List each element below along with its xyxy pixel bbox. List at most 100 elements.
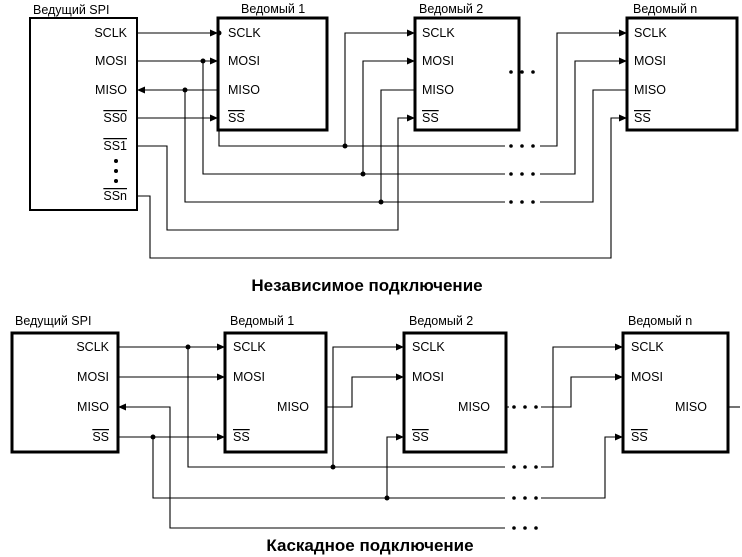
independent-wire-sclk-slave-2 xyxy=(344,29,415,146)
cascade-master-pin-ss: SS xyxy=(92,430,109,444)
independent-slave-1-label: Ведомый 1 xyxy=(241,2,305,16)
independent-junction-sclk xyxy=(342,143,348,149)
independent-master-pin-mosi: MOSI xyxy=(95,54,127,68)
independent-master-pin-ssn: SSn xyxy=(103,189,127,203)
independent-bus-ellipsis-dot xyxy=(520,172,524,176)
cascade-wire-ss-slave-n xyxy=(541,433,623,499)
independent-wire-sclk-slave-n xyxy=(540,29,627,147)
independent-slave-1-pin-mosi: MOSI xyxy=(228,54,260,68)
cascade-master-label: Ведущий SPI xyxy=(15,314,91,328)
independent-master-box xyxy=(29,17,138,211)
cascade-ellipsis-dot xyxy=(534,526,538,530)
independent-bus-ellipsis-dot xyxy=(509,200,513,204)
cascade-slave-2-pin-mosi: MOSI xyxy=(412,370,444,384)
cascade-connection-diagram: Ведущий SPI SCLK MOSI MISO SS Ведомый 1 … xyxy=(10,314,740,555)
cascade-junction-sclk xyxy=(185,344,191,350)
independent-wire-mosi-slave-2 xyxy=(362,57,415,174)
independent-junction-miso xyxy=(378,199,384,205)
independent-wire-ssn xyxy=(137,114,627,259)
independent-slave-2-pin-sclk: SCLK xyxy=(422,26,455,40)
cascade-master-pin-mosi: MOSI xyxy=(77,370,109,384)
independent-master-pin-sclk: SCLK xyxy=(94,26,127,40)
cascade-slave-1-pin-mosi: MOSI xyxy=(233,370,265,384)
independent-bus-ellipsis-dot xyxy=(531,144,535,148)
cascade-wire-sclk-bus xyxy=(187,347,505,468)
independent-wire-miso-slave-2 xyxy=(380,89,415,202)
independent-title: Независимое подключение xyxy=(251,276,482,295)
cascade-slave-2-box xyxy=(402,331,508,454)
cascade-wire-chain-to-slave-n-mosi xyxy=(541,373,623,408)
independent-slave-2-label: Ведомый 2 xyxy=(419,2,483,16)
independent-wire-ss1 xyxy=(137,114,415,231)
cascade-ellipsis-dot xyxy=(523,526,527,530)
cascade-ellipsis-dot xyxy=(523,496,527,500)
cascade-junction-ss xyxy=(150,434,156,440)
independent-master-ellipsis-dot xyxy=(114,169,118,173)
independent-wire-miso-slave-n xyxy=(540,89,627,203)
cascade-ellipsis-dot xyxy=(512,465,516,469)
cascade-master-box xyxy=(10,331,120,454)
cascade-ellipsis-dot xyxy=(512,405,516,409)
cascade-slave-2-pin-sclk: SCLK xyxy=(412,340,445,354)
cascade-wire-miso-return-master xyxy=(118,403,505,529)
independent-slave-n-pin-sclk: SCLK xyxy=(634,26,667,40)
cascade-slave-2-pin-miso: MISO xyxy=(458,400,490,414)
cascade-slave-n-pin-miso: MISO xyxy=(675,400,707,414)
independent-slave-1-pin-ss: SS xyxy=(228,111,245,125)
cascade-slave-1-pin-miso: MISO xyxy=(277,400,309,414)
independent-master-label: Ведущий SPI xyxy=(33,3,109,17)
independent-slave-2-pin-ss: SS xyxy=(422,111,439,125)
cascade-junction-ss xyxy=(384,495,390,501)
independent-slave-n-pin-ss: SS xyxy=(634,111,651,125)
independent-slave-1-pin-miso: MISO xyxy=(228,83,260,97)
independent-bus-ellipsis-dot xyxy=(509,172,513,176)
independent-bus-ellipsis-dot xyxy=(531,200,535,204)
cascade-ellipsis-dot xyxy=(512,526,516,530)
independent-slave-n-pin-miso: MISO xyxy=(634,83,666,97)
cascade-ellipsis-dot xyxy=(523,465,527,469)
independent-master-pin-ss0: SS0 xyxy=(103,111,127,125)
cascade-slave-2-label: Ведомый 2 xyxy=(409,314,473,328)
cascade-ellipsis-dot xyxy=(512,496,516,500)
independent-master-pin-ss1: SS1 xyxy=(103,139,127,153)
independent-slaves-ellipsis-dot xyxy=(531,70,535,74)
cascade-slave-2-pin-ss: SS xyxy=(412,430,429,444)
independent-bus-ellipsis-dot xyxy=(520,144,524,148)
independent-slave-n-box xyxy=(625,16,739,132)
independent-slave-1-box xyxy=(216,16,329,132)
cascade-slave-n-label: Ведомый n xyxy=(628,314,692,328)
cascade-slave-1-box xyxy=(223,331,328,454)
independent-junction-mosi xyxy=(200,58,206,64)
independent-bus-ellipsis-dot xyxy=(509,144,513,148)
independent-slave-1-pin-sclk: SCLK xyxy=(228,26,261,40)
independent-junction-sclk xyxy=(216,30,222,36)
cascade-slave-n-box xyxy=(621,331,730,454)
independent-bus-ellipsis-dot xyxy=(531,172,535,176)
independent-master-ellipsis-dot xyxy=(114,159,118,163)
independent-slaves-ellipsis-dot xyxy=(509,70,513,74)
cascade-junction-sclk xyxy=(330,464,336,470)
independent-slave-2-pin-mosi: MOSI xyxy=(422,54,454,68)
cascade-slave-n-pin-ss: SS xyxy=(631,430,648,444)
cascade-title: Каскадное подключение xyxy=(266,536,473,555)
independent-junction-miso xyxy=(182,87,188,93)
independent-slave-2-pin-miso: MISO xyxy=(422,83,454,97)
cascade-wire-ss-slave-2 xyxy=(386,433,404,498)
cascade-master-pin-miso: MISO xyxy=(77,400,109,414)
cascade-ellipsis-dot xyxy=(534,465,538,469)
cascade-slave-n-pin-mosi: MOSI xyxy=(631,370,663,384)
independent-slave-2-box xyxy=(413,16,521,132)
cascade-ellipsis-dot xyxy=(534,405,538,409)
independent-wire-mosi-slave-n xyxy=(540,57,627,175)
independent-junction-mosi xyxy=(360,171,366,177)
cascade-ellipsis-dot xyxy=(534,496,538,500)
cascade-wire-sclk-slave-2 xyxy=(332,343,404,467)
cascade-slave-n-pin-sclk: SCLK xyxy=(631,340,664,354)
independent-wire-sclk-bus xyxy=(218,33,505,147)
cascade-wire-slave-1-miso-to-slave-2-mosi xyxy=(326,373,404,408)
independent-bus-ellipsis-dot xyxy=(520,200,524,204)
independent-master-ellipsis-dot xyxy=(114,179,118,183)
independent-wire-mosi-bus xyxy=(202,61,505,175)
cascade-master-pin-sclk: SCLK xyxy=(76,340,109,354)
